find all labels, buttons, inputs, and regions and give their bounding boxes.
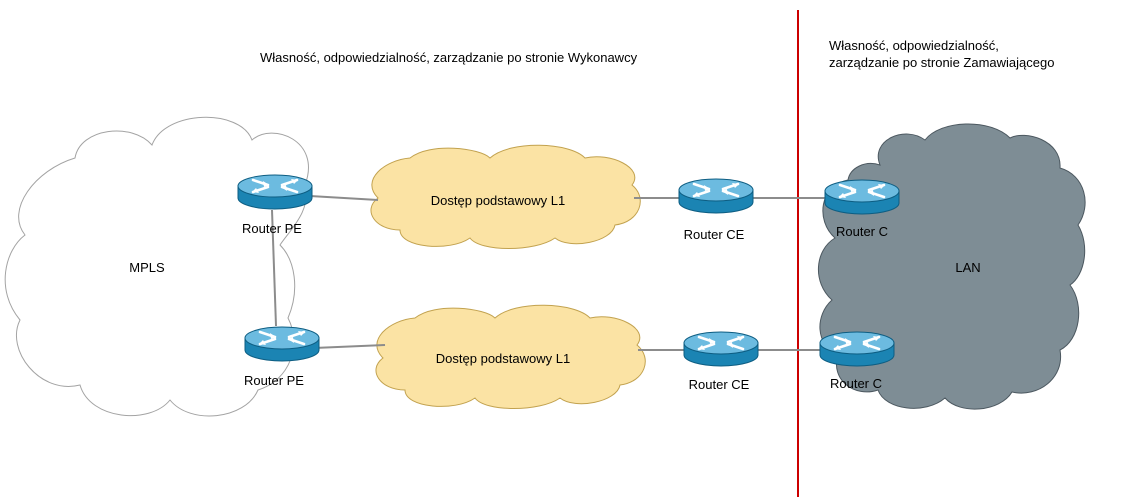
router-icon	[818, 330, 896, 368]
router-icon	[236, 173, 314, 211]
router-ce-top-label: Router CE	[684, 227, 745, 242]
client-heading-line1: Własność, odpowiedzialność,	[829, 38, 999, 53]
link-pe-pe-vertical	[271, 209, 277, 327]
access-cloud-top	[370, 144, 641, 249]
mpls-cloud	[4, 116, 309, 417]
router-ce-bottom-label: Router CE	[689, 377, 750, 392]
link-pe-access-bottom	[313, 344, 386, 349]
mpls-label: MPLS	[129, 260, 165, 275]
router-icon	[823, 178, 901, 216]
access-label-top: Dostęp podstawowy L1	[431, 193, 565, 208]
lan-label: LAN	[955, 260, 980, 275]
router-c-top-label: Router C	[836, 224, 888, 239]
router-icon	[243, 325, 321, 363]
client-heading-line2: zarządzanie po stronie Zamawiającego	[829, 55, 1054, 70]
router-icon	[682, 330, 760, 368]
router-c-bottom-label: Router C	[830, 376, 882, 391]
router-icon	[677, 177, 755, 215]
contractor-heading: Własność, odpowiedzialność, zarządzanie …	[260, 50, 638, 65]
link-pe-access-top	[309, 195, 379, 201]
router-pe-top-label: Router PE	[242, 221, 302, 236]
access-label-bottom: Dostęp podstawowy L1	[436, 351, 570, 366]
router-pe-bottom-label: Router PE	[244, 373, 304, 388]
access-cloud-bottom	[375, 304, 646, 409]
